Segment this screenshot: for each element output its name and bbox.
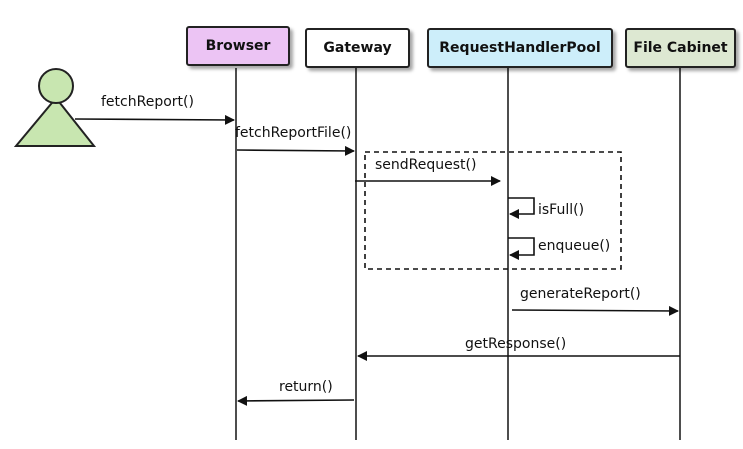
message-label-fetch-report-file: fetchReportFile() (235, 125, 352, 141)
message-label-fetch-report: fetchReport() (101, 94, 194, 110)
message-arrow-return (237, 395, 355, 406)
lifeline-cabinet-label: File Cabinet (633, 40, 728, 56)
message-label-get-response: getResponse() (465, 336, 567, 352)
lifeline-file-cabinet: File Cabinet (625, 28, 736, 68)
lifeline-gateway-label: Gateway (323, 40, 392, 56)
lifeline-browser-label: Browser (205, 38, 271, 54)
lifeline-pool-label: RequestHandlerPool (439, 40, 601, 56)
combined-fragment (364, 151, 622, 270)
message-label-generate-report: generateReport() (520, 286, 641, 302)
message-arrow-generate-report (511, 305, 679, 316)
message-label-is-full: isFull() (538, 202, 585, 218)
message-label-send-request: sendRequest() (375, 157, 477, 173)
lifeline-browser: Browser (186, 26, 290, 66)
message-arrow-fetch-report (74, 114, 235, 125)
message-arrow-enqueue (508, 237, 535, 260)
message-label-enqueue: enqueue() (538, 238, 611, 254)
message-arrow-is-full (508, 197, 535, 219)
message-label-return: return() (279, 379, 333, 395)
lifeline-gateway: Gateway (305, 28, 410, 68)
lifeline-request-handler-pool: RequestHandlerPool (427, 28, 613, 68)
user-actor-icon (13, 68, 97, 147)
message-arrow-fetch-report-file (236, 145, 355, 156)
